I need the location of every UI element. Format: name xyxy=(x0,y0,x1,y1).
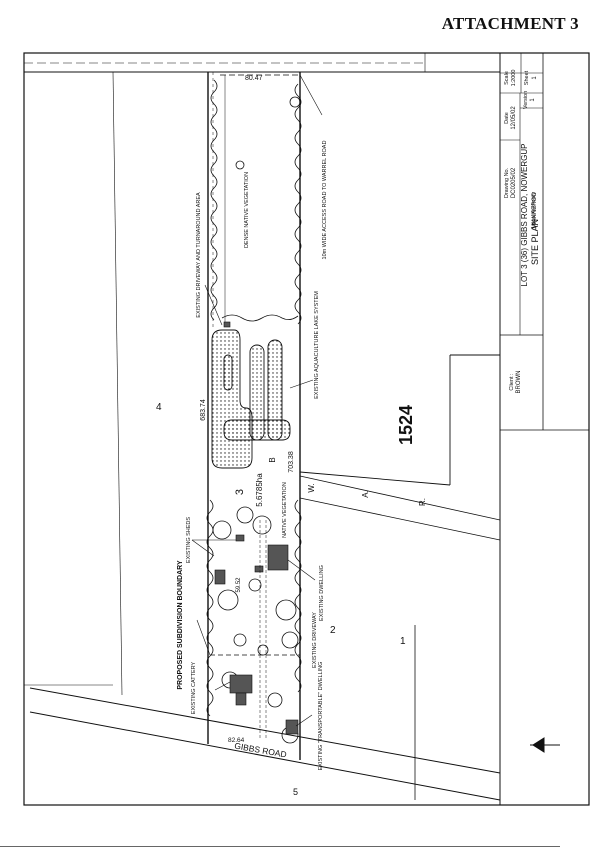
label-road-frontage: 82.64 xyxy=(228,737,245,744)
label-top-width: 80.47 xyxy=(245,75,263,82)
gibbs-road-north-edge xyxy=(29,687,501,774)
scale-value: 1:2000 xyxy=(511,70,517,87)
label-existing-driveway-turning: EXISTING DRIVEWAY AND TURNAROUND AREA xyxy=(196,192,202,318)
label-mid-dim: 59.52 xyxy=(236,577,242,593)
label-transportable: EXISTING "TRANSPORTABLE" DWELLING xyxy=(318,662,324,771)
label-existing-dwelling: EXISTING DWELLING xyxy=(319,565,325,621)
version-label: Version xyxy=(523,91,529,109)
road-w: W. xyxy=(307,483,316,492)
subtitle-text: LOT 3 (36) GIBBS ROAD, NOWERGUP xyxy=(520,144,529,287)
client-label: Client : xyxy=(509,373,515,391)
label-existing-sheds: EXISTING SHEDS xyxy=(186,517,192,563)
date-value: 12/05/02 xyxy=(511,106,517,130)
drawing-border xyxy=(23,52,590,806)
gibbs-road-south-edge xyxy=(29,711,501,801)
label-proposed-boundary-1: PROPOSED SUBDIVISION BOUNDARY xyxy=(177,560,184,690)
letter-b: B xyxy=(268,457,277,462)
north-arrow-icon xyxy=(530,737,560,753)
lot-3: 3 xyxy=(234,489,246,495)
lot-1: 1 xyxy=(400,636,406,647)
client-value: BROWN xyxy=(516,371,522,394)
sheet-value: 1 xyxy=(532,76,538,80)
version-value: 1 xyxy=(530,98,536,102)
drawing-no-value: DC0205/02 xyxy=(511,167,517,198)
label-existing-driveway: EXISTING DRIVEWAY xyxy=(312,612,318,668)
drawing-no-label: Drawing No. xyxy=(504,167,510,198)
label-mid-width: 703.38 xyxy=(288,451,295,473)
aquaculture-lakes xyxy=(211,329,291,469)
label-existing-cattery: EXISTING CATTERY xyxy=(191,661,197,714)
lot-5: 5 xyxy=(293,787,298,797)
road-r: R. xyxy=(418,498,427,506)
label-native-veg: NATIVE VEGETATION xyxy=(282,482,288,538)
road-a: A. xyxy=(361,490,370,498)
attachment-heading: ATTACHMENT 3 xyxy=(441,14,579,33)
date-label: Date xyxy=(504,112,510,124)
label-access-road: 10m WIDE ACCESS ROAD TO WARREL ROAD xyxy=(322,141,328,260)
label-dense-veg: DENSE NATIVE VEGETATION xyxy=(244,172,250,248)
dense-vegetation-outline xyxy=(210,79,302,325)
buildings xyxy=(214,321,299,735)
plan-labels: 80.47 DENSE NATIVE VEGETATION 10m WIDE A… xyxy=(156,70,540,797)
label-gibbs-road: GIBBS ROAD xyxy=(234,741,288,760)
scale-label: Scale xyxy=(504,71,510,85)
local-authority-label: Local Authority xyxy=(531,192,537,228)
lot-1524: 1524 xyxy=(396,405,416,445)
local-authority-value: WANNEROO xyxy=(532,192,538,228)
sheet-label: Sheet xyxy=(524,70,530,85)
label-long-side: 683.74 xyxy=(200,399,207,421)
page-bottom-rule xyxy=(0,846,560,847)
lot-4: 4 xyxy=(156,402,162,413)
lot-2: 2 xyxy=(330,625,336,636)
title-text: SITE PLAN xyxy=(530,219,540,265)
label-aquaculture: EXISTING AQUACULTURE LAKE SYSTEM xyxy=(314,291,320,399)
title-block xyxy=(499,52,590,806)
lot-area: 5.6785ha xyxy=(255,473,264,507)
